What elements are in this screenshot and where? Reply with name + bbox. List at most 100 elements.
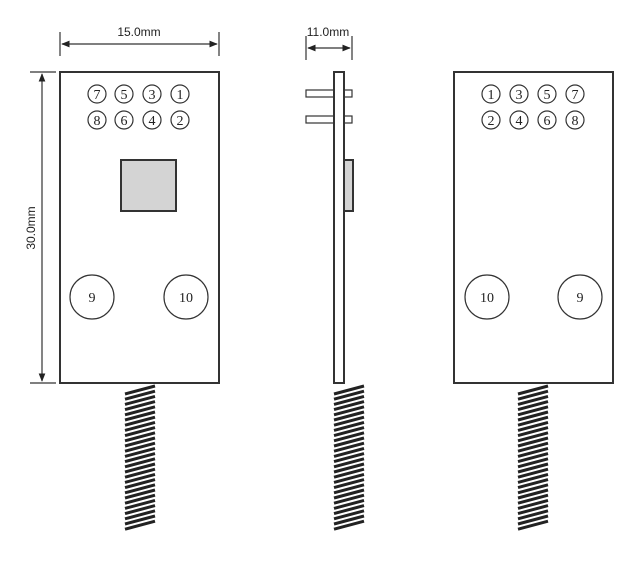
spring-coil: [124, 488, 156, 500]
front-chip: [120, 159, 177, 212]
front-pin-grid: 7 5 3 1 8 6 4 2: [87, 84, 190, 130]
spring-coil: [124, 462, 156, 474]
spring-coil: [517, 457, 549, 469]
spring-coil: [517, 493, 549, 505]
spring-coil: [517, 498, 549, 510]
back-pin-label: 2: [488, 114, 495, 129]
spring-coil: [124, 405, 156, 417]
front-pin-circle: [114, 110, 134, 130]
spring-coil: [333, 514, 365, 526]
spring-coil: [124, 436, 156, 448]
front-pin-circle: [87, 84, 107, 104]
front-pin-label: 4: [149, 114, 156, 129]
back-pin-label: 5: [544, 88, 551, 103]
width-label: 15.0mm: [117, 25, 160, 39]
back-pin-circle: [537, 110, 557, 130]
front-pad-right-label: 10: [179, 291, 193, 306]
spring-coil: [333, 483, 365, 495]
spring-coil: [517, 504, 549, 516]
spring-coil: [124, 441, 156, 453]
front-pin-label: 2: [177, 114, 184, 129]
front-pin-circle: [114, 84, 134, 104]
spring-coil: [517, 415, 549, 427]
spring-coil: [517, 431, 549, 443]
front-pin-label: 6: [121, 114, 128, 129]
spring-coil: [124, 415, 156, 427]
spring-coil: [517, 488, 549, 500]
spring-coil: [517, 441, 549, 453]
spring-coil: [124, 457, 156, 469]
spring-coil: [124, 493, 156, 505]
spring-coil: [124, 472, 156, 484]
spring-coil: [333, 452, 365, 464]
spring-coil: [517, 426, 549, 438]
spring-coil: [333, 389, 365, 401]
spring-coil: [124, 514, 156, 526]
side-spring-antenna: [333, 384, 365, 531]
front-pin-label: 5: [121, 88, 128, 103]
spring-coil: [124, 400, 156, 412]
spring-coil: [124, 467, 156, 479]
spring-coil: [517, 389, 549, 401]
side-view: 11.0mm: [305, 25, 365, 531]
spring-coil: [124, 426, 156, 438]
spring-coil: [517, 452, 549, 464]
spring-coil: [124, 504, 156, 516]
back-pin-circle: [565, 84, 585, 104]
back-pin-label: 6: [544, 114, 551, 129]
spring-coil: [333, 400, 365, 412]
front-board: [59, 71, 220, 384]
side-pin-header-bottom: [305, 115, 353, 124]
back-pad-right: [557, 274, 603, 320]
spring-coil: [517, 446, 549, 458]
front-pin-circle: [142, 84, 162, 104]
spring-coil: [333, 467, 365, 479]
back-pin-label: 4: [516, 114, 523, 129]
height-dimension: 30.0mm: [24, 71, 56, 384]
front-pad-left: [69, 274, 115, 320]
spring-coil: [333, 405, 365, 417]
front-pin-label: 3: [149, 88, 156, 103]
spring-coil: [333, 426, 365, 438]
spring-coil: [333, 457, 365, 469]
spring-coil: [333, 436, 365, 448]
thickness-label: 11.0mm: [307, 25, 349, 39]
spring-coil: [124, 478, 156, 490]
spring-coil: [517, 405, 549, 417]
spring-coil: [333, 431, 365, 443]
spring-coil: [517, 462, 549, 474]
thickness-dimension: 11.0mm: [305, 25, 353, 60]
back-pin-circle: [509, 110, 529, 130]
spring-coil: [517, 509, 549, 521]
spring-coil: [517, 436, 549, 448]
side-chip: [343, 159, 354, 212]
spring-coil: [517, 410, 549, 422]
spring-coil: [124, 384, 156, 396]
spring-coil: [124, 431, 156, 443]
spring-coil: [517, 420, 549, 432]
back-pin-circle: [481, 84, 501, 104]
width-dimension: 15.0mm: [59, 25, 220, 56]
spring-coil: [333, 504, 365, 516]
front-pad-right: [163, 274, 209, 320]
front-pin-circle: [142, 110, 162, 130]
back-pad-right-label: 9: [577, 291, 584, 306]
back-board: [453, 71, 614, 384]
back-pad-left-label: 10: [480, 291, 494, 306]
spring-coil: [333, 462, 365, 474]
spring-coil: [333, 441, 365, 453]
spring-coil: [333, 394, 365, 406]
back-pin-circle: [481, 110, 501, 130]
spring-coil: [333, 420, 365, 432]
spring-coil: [333, 472, 365, 484]
spring-coil: [517, 467, 549, 479]
front-pad-left-label: 9: [89, 291, 96, 306]
spring-coil: [333, 478, 365, 490]
spring-coil: [124, 446, 156, 458]
spring-coil: [333, 488, 365, 500]
spring-coil: [124, 389, 156, 401]
spring-coil: [517, 394, 549, 406]
back-pad-left: [464, 274, 510, 320]
